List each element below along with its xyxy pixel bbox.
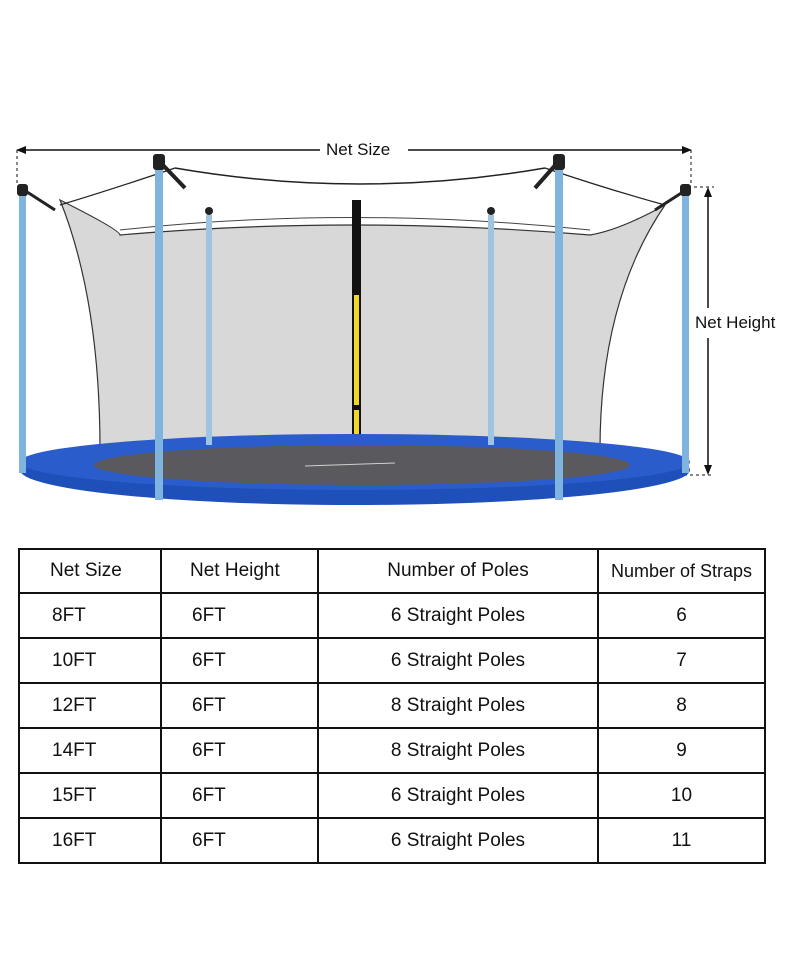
cell-net-size: 10FT [18, 637, 162, 684]
cell-straps: 10 [597, 772, 766, 819]
trampoline-frame-pad [20, 434, 690, 505]
cell-poles: 6 Straight Poles [317, 772, 599, 819]
jumping-mat [94, 445, 630, 485]
cell-net-height: 6FT [160, 592, 319, 639]
table-row: 10FT 6FT 6 Straight Poles 7 [18, 637, 766, 684]
header-net-size: Net Size [18, 548, 162, 594]
cell-net-height: 6FT [160, 817, 319, 864]
cell-poles: 6 Straight Poles [317, 637, 599, 684]
net-height-label: Net Height [691, 313, 780, 333]
net-height-dimension-line [684, 186, 714, 476]
specifications-table: Net Size Net Height Number of Poles Numb… [18, 548, 766, 864]
cell-poles: 6 Straight Poles [317, 817, 599, 864]
back-poles [205, 207, 495, 445]
table-row: 12FT 6FT 8 Straight Poles 8 [18, 682, 766, 729]
cell-straps: 11 [597, 817, 766, 864]
net-size-label: Net Size [322, 140, 395, 160]
table-header-row: Net Size Net Height Number of Poles Numb… [18, 548, 766, 594]
header-number-of-straps: Number of Straps [597, 548, 766, 594]
cell-net-size: 12FT [18, 682, 162, 729]
cell-net-height: 6FT [160, 727, 319, 774]
net-size-dimension-line [16, 146, 692, 186]
cell-net-size: 14FT [18, 727, 162, 774]
table-row: 15FT 6FT 6 Straight Poles 10 [18, 772, 766, 819]
cell-net-size: 15FT [18, 772, 162, 819]
cell-net-height: 6FT [160, 682, 319, 729]
cell-poles: 6 Straight Poles [317, 592, 599, 639]
table-row: 16FT 6FT 6 Straight Poles 11 [18, 817, 766, 864]
front-poles [17, 154, 691, 500]
header-number-of-poles: Number of Poles [317, 548, 599, 594]
trampoline-net-illustration: Net Size Net Height [16, 140, 780, 505]
cell-net-size: 8FT [18, 592, 162, 639]
cell-net-height: 6FT [160, 772, 319, 819]
cell-straps: 8 [597, 682, 766, 729]
header-net-height: Net Height [160, 548, 319, 594]
cell-poles: 8 Straight Poles [317, 727, 599, 774]
table-row: 14FT 6FT 8 Straight Poles 9 [18, 727, 766, 774]
cell-straps: 6 [597, 592, 766, 639]
cell-net-size: 16FT [18, 817, 162, 864]
trampoline-diagram [16, 146, 714, 505]
cell-straps: 9 [597, 727, 766, 774]
cell-straps: 7 [597, 637, 766, 684]
table-row: 8FT 6FT 6 Straight Poles 6 [18, 592, 766, 639]
cell-net-height: 6FT [160, 637, 319, 684]
cell-poles: 8 Straight Poles [317, 682, 599, 729]
